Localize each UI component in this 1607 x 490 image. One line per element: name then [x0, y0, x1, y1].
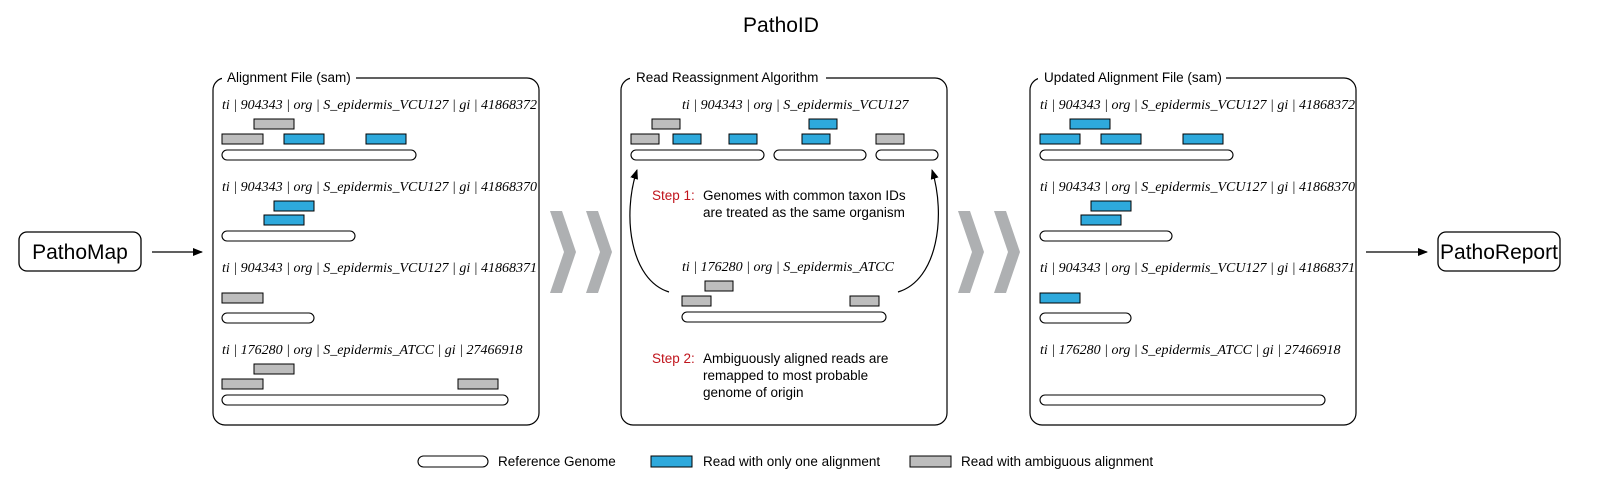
legend-reference-label: Reference Genome	[498, 454, 616, 469]
chevron-arrows-1	[550, 211, 612, 293]
reference-genome-bar	[681, 311, 887, 323]
read-unique	[283, 133, 325, 145]
updated-alignment-panel: Updated Alignment File (sam) ti | 904343…	[1029, 69, 1357, 426]
read-ambiguous	[681, 295, 712, 307]
reference-genome-bar	[221, 312, 315, 324]
updated-panel-title: Updated Alignment File (sam)	[1044, 70, 1222, 85]
genome-label: ti | 904343 | org | S_epidermis_VCU127 |…	[222, 261, 537, 276]
read-ambiguous	[221, 133, 264, 145]
legend-reference-swatch	[417, 455, 489, 468]
read-unique	[365, 133, 407, 145]
step1-text-line1: Genomes with common taxon IDs	[703, 188, 906, 203]
reassignment-panel-title: Read Reassignment Algorithm	[636, 70, 818, 85]
merged-genome-label: ti | 904343 | org | S_epidermis_VCU127	[682, 98, 909, 113]
read-ambiguous	[253, 363, 295, 375]
genome-label: ti | 176280 | org | S_epidermis_ATCC | g…	[1040, 343, 1341, 358]
step2-text-line3: genome of origin	[703, 385, 804, 400]
genome-label: ti | 904343 | org | S_epidermis_VCU127 |…	[222, 98, 537, 113]
read-ambiguous	[875, 133, 905, 145]
read-unique	[1080, 214, 1122, 226]
curved-arrow-left	[629, 169, 670, 293]
read-ambiguous	[221, 292, 264, 304]
step2-text-line1: Ambiguously aligned reads are	[703, 351, 888, 366]
reference-genome-bar	[221, 394, 509, 406]
pathomap-node: PathoMap	[18, 231, 142, 272]
read-unique	[1100, 133, 1142, 145]
read-unique	[1069, 118, 1111, 130]
pathoreport-node: PathoReport	[1437, 231, 1561, 272]
read-unique	[263, 214, 305, 226]
reference-genome-bar	[1039, 312, 1132, 324]
reference-genome-bar	[1039, 394, 1326, 406]
read-unique	[672, 133, 702, 145]
pathomap-label: PathoMap	[32, 241, 128, 264]
genome-label: ti | 176280 | org | S_epidermis_ATCC | g…	[222, 343, 523, 358]
read-ambiguous	[221, 378, 264, 390]
read-ambiguous	[457, 378, 499, 390]
alignment-file-panel: Alignment File (sam) ti | 904343 | org |…	[212, 69, 540, 426]
read-ambiguous	[630, 133, 660, 145]
reference-genome-bar	[1039, 149, 1234, 161]
reference-genome-bar	[1039, 230, 1173, 242]
genome-label: ti | 904343 | org | S_epidermis_VCU127 |…	[1040, 261, 1355, 276]
genome-label: ti | 904343 | org | S_epidermis_VCU127 |…	[1040, 98, 1355, 113]
reference-genome-bar	[630, 149, 765, 161]
read-unique	[801, 133, 831, 145]
legend-unique-swatch	[650, 455, 693, 468]
other-genome-label: ti | 176280 | org | S_epidermis_ATCC	[682, 260, 895, 275]
step2-text-line2: remapped to most probable	[703, 368, 868, 383]
pathoreport-label: PathoReport	[1440, 241, 1558, 264]
legend: Reference Genome Read with only one alig…	[417, 454, 1153, 469]
reference-genome-bar	[221, 149, 417, 161]
genome-label: ti | 904343 | org | S_epidermis_VCU127 |…	[1040, 180, 1355, 195]
legend-ambiguous-label: Read with ambiguous alignment	[961, 454, 1153, 469]
reference-genome-bar	[221, 230, 356, 242]
genome-label: ti | 904343 | org | S_epidermis_VCU127 |…	[222, 180, 537, 195]
legend-unique-label: Read with only one alignment	[703, 454, 880, 469]
read-ambiguous	[704, 280, 734, 292]
read-unique	[1039, 292, 1081, 304]
step1-text-line2: are treated as the same organism	[703, 205, 905, 220]
step2-label: Step 2:	[652, 351, 695, 366]
read-reassignment-panel: Read Reassignment Algorithm ti | 904343 …	[620, 69, 948, 426]
alignment-panel-title: Alignment File (sam)	[227, 70, 351, 85]
chevron-arrows-2	[958, 211, 1020, 293]
read-unique	[273, 200, 315, 212]
read-unique	[728, 133, 758, 145]
read-unique	[1182, 133, 1224, 145]
step1-label: Step 1:	[652, 188, 695, 203]
reference-genome-bar	[875, 149, 939, 161]
read-unique	[1039, 133, 1081, 145]
read-ambiguous	[849, 295, 880, 307]
read-unique	[1090, 200, 1132, 212]
read-unique	[808, 118, 838, 130]
legend-ambiguous-swatch	[909, 455, 952, 468]
read-ambiguous	[253, 118, 295, 130]
curved-arrow-right	[897, 169, 939, 293]
read-ambiguous	[651, 118, 681, 130]
diagram-title: PathoID	[743, 14, 819, 37]
reference-genome-bar	[773, 149, 867, 161]
